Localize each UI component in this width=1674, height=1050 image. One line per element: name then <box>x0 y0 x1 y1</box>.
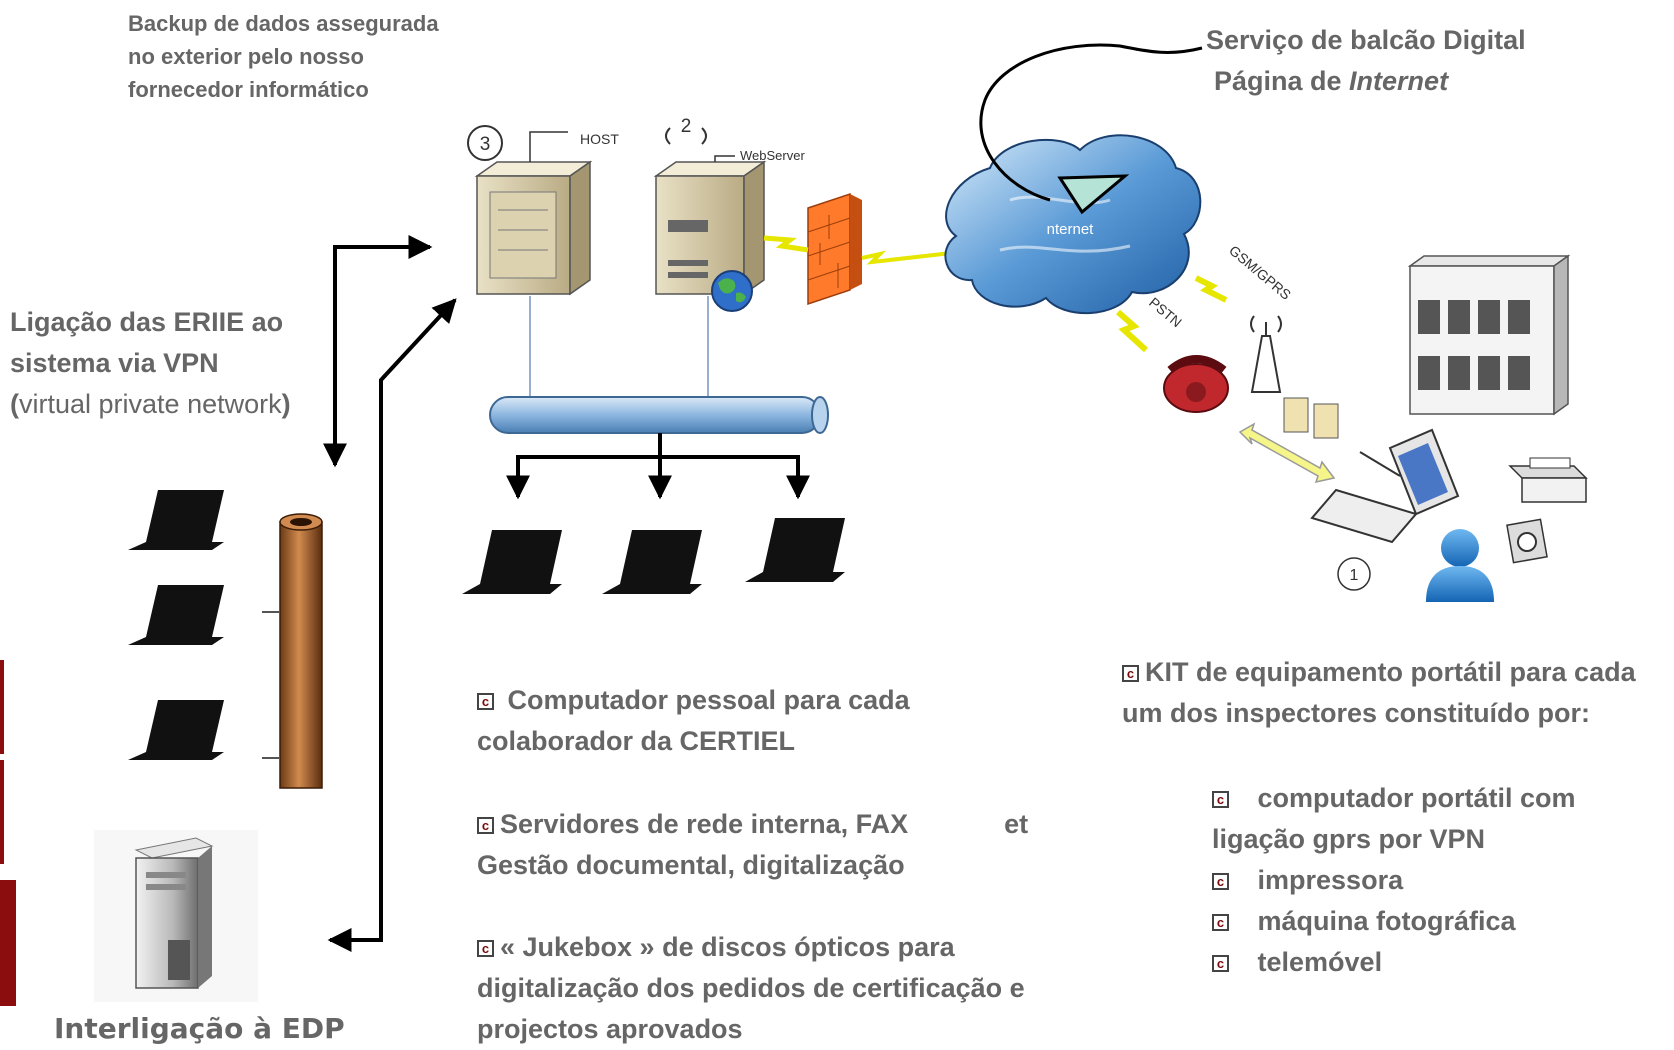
host-callout <box>529 131 568 162</box>
web-callout <box>714 155 735 162</box>
center-item-text: et <box>1004 809 1029 839</box>
bullet-icon: c <box>1122 665 1139 682</box>
vpn-pipe-icon <box>262 513 323 789</box>
laptop-icon <box>128 490 224 550</box>
accent-bar-1 <box>0 660 4 754</box>
internet-label: nternet <box>1047 221 1095 238</box>
num-1-label: 1 <box>1350 567 1359 584</box>
kit-intro-text: KIT de equipamento portátil para cada <box>1145 657 1636 687</box>
bolt-web-firewall <box>763 235 809 253</box>
vpn-arrows <box>323 235 457 952</box>
kit-item: c máquina fotográfica <box>1212 901 1576 942</box>
center-item-text: digitalização dos pedidos de certificaçã… <box>477 973 1025 1003</box>
kit-item: c computador portátil com <box>1212 778 1576 819</box>
edp-label: Interligação à EDP <box>54 1012 345 1045</box>
host-server-icon <box>474 160 593 296</box>
vpn-close-paren: ) <box>281 389 291 419</box>
center-item-text: Computador pessoal para cada <box>507 685 910 715</box>
vpn-open-paren: ( <box>10 389 19 419</box>
vpn-label: Ligação das ERIIE ao sistema via VPN (vi… <box>10 302 291 425</box>
balcao-line1: Serviço de balcão Digital <box>1206 25 1526 55</box>
globe-icon <box>711 270 753 312</box>
center-item-text: colaborador da CERTIEL <box>477 726 796 756</box>
bullet-icon: c <box>477 817 494 834</box>
backup-note-line: no exterior pelo nosso <box>128 44 364 69</box>
bullet-icon: c <box>477 693 494 710</box>
num-3-label: 3 <box>480 134 491 155</box>
pstn-label: PSTN <box>1146 294 1185 330</box>
kit-item-text: ligação gprs por VPN <box>1212 824 1486 854</box>
host-label: HOST <box>580 131 619 147</box>
printer-icon <box>1508 457 1588 503</box>
backup-note-line: Backup de dados assegurada <box>128 11 439 36</box>
eriie-laptops <box>128 490 224 760</box>
balcao-line2: Página de Internet <box>1206 61 1526 102</box>
laptop-icon <box>128 700 224 760</box>
bullet-icon: c <box>477 940 494 957</box>
staff-laptops <box>462 518 845 594</box>
firewall-icon <box>807 192 862 306</box>
balcao-line2-italic: Internet <box>1349 66 1449 96</box>
center-item-text: Gestão documental, digitalização <box>477 850 905 880</box>
accent-bar-3 <box>0 880 16 1006</box>
bullet-icon: c <box>1212 914 1229 931</box>
bolt-gsm <box>1194 275 1228 303</box>
bolt-pstn <box>1116 309 1149 353</box>
kit-intro: c KIT de equipamento portátil para cada u… <box>1122 652 1636 734</box>
webserver-icon <box>653 160 767 296</box>
accent-bar-2 <box>0 760 4 864</box>
center-item-2: c Servidores de rede interna, FAX et Gestã… <box>477 804 1028 886</box>
balcao-label: Serviço de balcão Digital Página de Inte… <box>1206 20 1526 102</box>
vpn-line3-text: virtual private network <box>19 389 282 419</box>
backup-note-line: fornecedor informático <box>128 77 369 102</box>
laptop-icon <box>462 530 562 594</box>
lan-distribution-arrows <box>506 433 810 500</box>
laptop-icon <box>128 585 224 645</box>
phone-icon <box>1163 355 1229 413</box>
center-item-1: c Computador pessoal para cada colaborad… <box>477 680 910 762</box>
balcao-annotation-arrow <box>979 43 1203 202</box>
laptop-icon <box>602 530 702 594</box>
kit-intro-text: um dos inspectores constituído por: <box>1122 698 1591 728</box>
gsm-label: GSM/GPRS <box>1226 242 1294 303</box>
building-icon <box>1407 254 1571 416</box>
kit-item: c telemóvel <box>1212 942 1576 983</box>
center-item-text: « Jukebox » de discos ópticos para <box>500 932 955 962</box>
kit-item-text: máquina fotográfica <box>1257 906 1516 936</box>
documents-icon <box>1283 397 1339 439</box>
kit-item: c impressora <box>1212 860 1576 901</box>
camera-icon <box>1506 518 1548 564</box>
kit-item-text: computador portátil com <box>1257 783 1576 813</box>
num-2-label: 2 <box>681 116 692 137</box>
webserver-label: WebServer <box>740 148 805 163</box>
vpn-line2: sistema via VPN <box>10 348 219 378</box>
vpn-line1: Ligação das ERIIE ao <box>10 307 284 337</box>
laptop-icon <box>745 518 845 582</box>
bolt-firewall-cloud <box>861 250 961 265</box>
kit-item-text: telemóvel <box>1257 947 1383 977</box>
num-2-brackets <box>665 127 707 145</box>
num-3-circle <box>467 125 503 161</box>
bullet-icon: c <box>1212 955 1229 972</box>
kit-items: c computador portátil com ligação gprs p… <box>1212 778 1576 983</box>
antenna-icon <box>1250 315 1282 393</box>
balcao-line2-prefix: Página de <box>1214 66 1350 96</box>
field-laptop-icon <box>1310 428 1460 544</box>
inspector-user-icon <box>1426 529 1494 602</box>
sync-arrow <box>1238 422 1336 484</box>
num-1-circle <box>1337 557 1371 591</box>
backup-note: Backup de dados assegurada no exterior p… <box>128 7 439 106</box>
balcao-arrowhead <box>1057 174 1130 215</box>
center-item-text: projectos aprovados <box>477 1014 743 1044</box>
center-item-3: c « Jukebox » de discos ópticos para digi… <box>477 927 1025 1050</box>
bullet-icon: c <box>1212 873 1229 890</box>
center-item-text: Servidores de rede interna, FAX <box>500 809 909 839</box>
vpn-line3: (virtual private network) <box>10 384 291 425</box>
edp-server-tower-icon <box>94 830 258 1002</box>
lan-pipe <box>489 396 829 434</box>
bullet-icon: c <box>1212 791 1229 808</box>
kit-item-text: impressora <box>1257 865 1404 895</box>
